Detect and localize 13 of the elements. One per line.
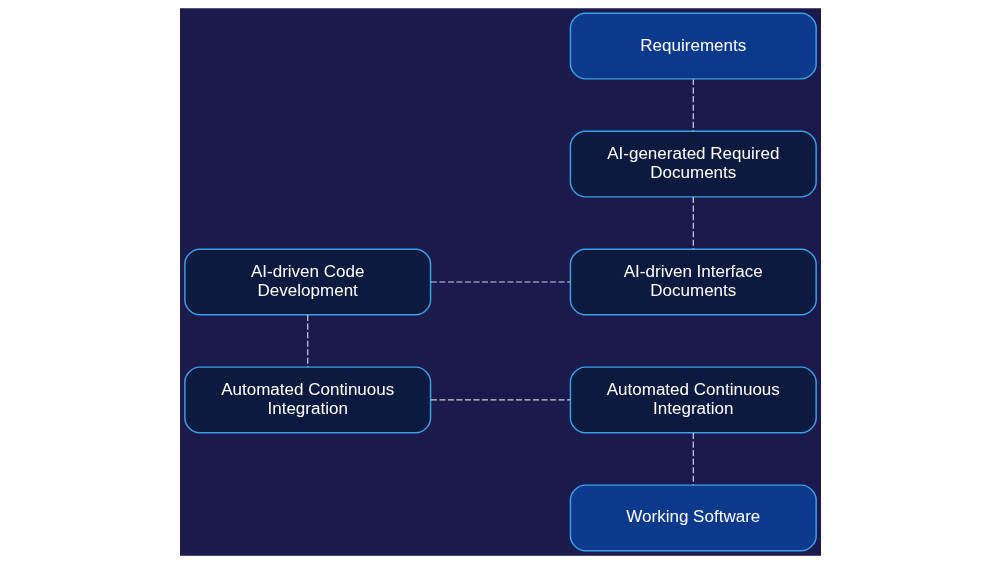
connector bbox=[430, 399, 571, 401]
connector bbox=[692, 78, 694, 132]
node-box: AI-driven Code Development bbox=[184, 248, 432, 316]
node-box: Working Software bbox=[569, 484, 817, 552]
node-box: AI-generated Required Documents bbox=[569, 130, 817, 198]
connector bbox=[692, 432, 694, 486]
connector bbox=[692, 196, 694, 250]
connector bbox=[430, 281, 571, 283]
node-box: AI-driven Interface Documents bbox=[569, 248, 817, 316]
node-box: Automated Continuous Integration bbox=[184, 366, 432, 434]
connector bbox=[307, 314, 309, 368]
node-box: Requirements bbox=[569, 12, 817, 80]
node-box: Automated Continuous Integration bbox=[569, 366, 817, 434]
